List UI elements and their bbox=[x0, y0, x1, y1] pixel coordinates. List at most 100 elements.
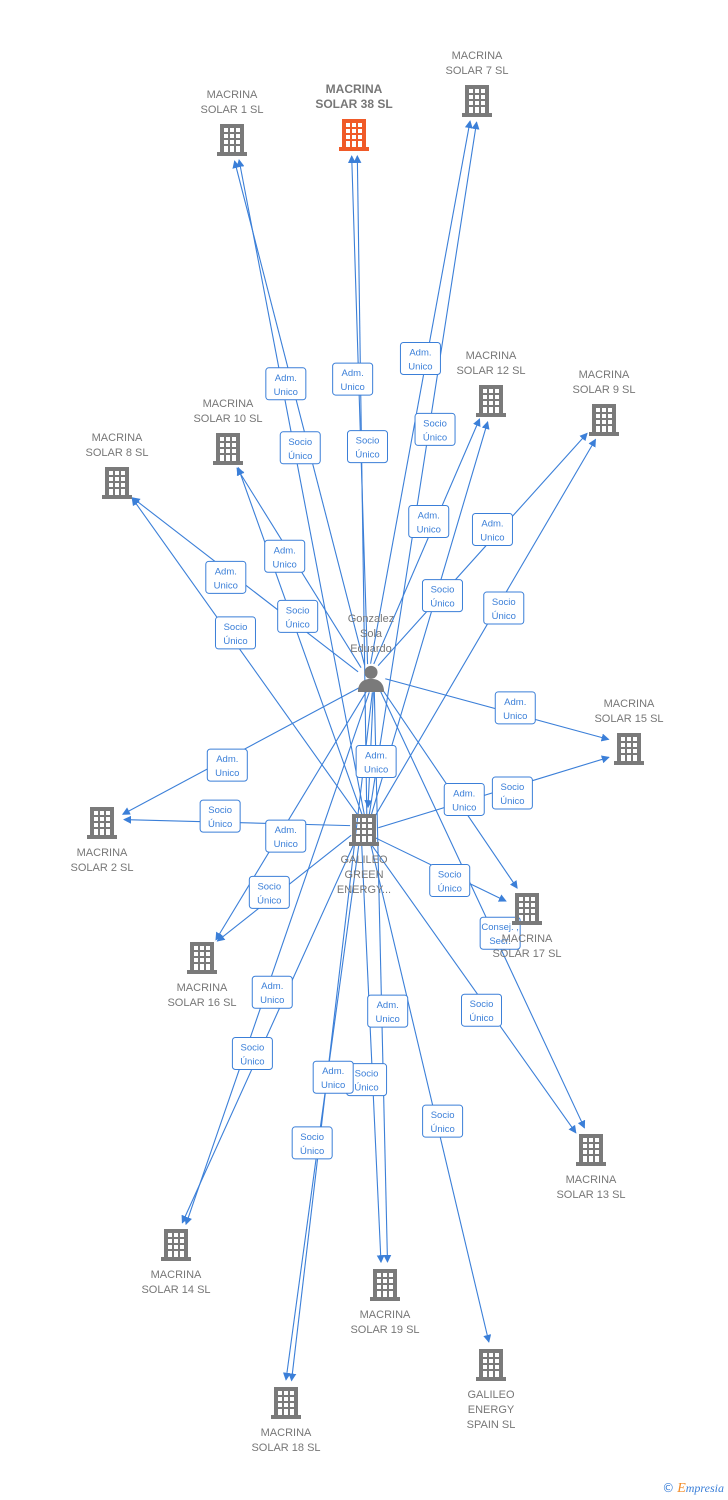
building-icon bbox=[576, 1134, 606, 1166]
edge-galileo-to-ms7 bbox=[368, 121, 480, 816]
edge-label-box bbox=[251, 975, 293, 1009]
edge-label-text: Único bbox=[492, 611, 516, 622]
node-label: MACRINA bbox=[360, 1309, 411, 1321]
edge-label[interactable]: Adm.Unico bbox=[332, 362, 374, 396]
node-label: SOLAR 15 SL bbox=[594, 713, 663, 725]
edge-person-to-ms19 bbox=[373, 691, 392, 1263]
node-label: MACRINA bbox=[261, 1427, 312, 1439]
edge-label-text: Adm. bbox=[409, 347, 431, 358]
edge-label[interactable]: Consej. ,Secr. bbox=[479, 916, 521, 950]
edge-label-text: Único bbox=[430, 1124, 454, 1135]
node-label: MACRINA bbox=[92, 432, 143, 444]
node-galileo[interactable]: GALILEOGREENENERGY... bbox=[337, 814, 391, 896]
edge-label-text: Adm. bbox=[261, 981, 283, 992]
edge-label[interactable]: Adm.Unico bbox=[264, 539, 306, 573]
edge-label[interactable]: Adm.Unico bbox=[471, 513, 513, 547]
node-ms14[interactable]: MACRINA SOLAR 14 SL bbox=[141, 1229, 211, 1296]
node-label: SOLAR 19 SL bbox=[350, 1324, 419, 1336]
building-icon bbox=[349, 814, 379, 846]
edge-label-text: Socio bbox=[492, 597, 516, 608]
node-label: SOLAR 14 SL bbox=[141, 1284, 210, 1296]
edge-person-to-ms16 bbox=[215, 691, 367, 941]
brand-name: mpresia bbox=[685, 1481, 724, 1495]
edge-label-text: Adm. bbox=[216, 754, 238, 765]
edge-label-text: Secr. bbox=[489, 936, 511, 947]
edge-label-box bbox=[265, 367, 307, 401]
edge-label[interactable]: Adm.Unico bbox=[265, 819, 307, 853]
node-ms12[interactable]: MACRINA SOLAR 12 SL bbox=[456, 350, 526, 417]
edge-label-text: Unico bbox=[274, 387, 298, 398]
edge-label[interactable]: Adm. Unico bbox=[265, 367, 307, 401]
edge-label-text: Adm. bbox=[365, 750, 387, 761]
edge-label[interactable]: Adm.Unico bbox=[355, 744, 397, 778]
edge-label-text: Único bbox=[208, 819, 232, 830]
copyright-symbol: © bbox=[662, 1481, 675, 1495]
edge-label-box bbox=[214, 616, 256, 650]
edge-label-box bbox=[279, 431, 321, 465]
node-label: Sola bbox=[360, 628, 383, 640]
edge-label[interactable]: Adm.Unico bbox=[408, 505, 450, 539]
building-icon bbox=[217, 124, 247, 156]
edge-label[interactable]: Adm.Unico bbox=[206, 748, 248, 782]
edge-label[interactable]: Adm.Unico bbox=[443, 782, 485, 816]
edge-label-text: Socio bbox=[356, 436, 380, 447]
edge-label[interactable]: Adm.Unico bbox=[494, 691, 536, 725]
node-label: MACRINA bbox=[203, 398, 254, 410]
edge-galileo-to-ms38 bbox=[353, 154, 368, 815]
edge-label-text: Único bbox=[300, 1146, 324, 1157]
edge-label[interactable]: Adm.Unico bbox=[251, 975, 293, 1009]
edge-label[interactable]: Adm.Unico bbox=[205, 560, 247, 594]
brand-initial: E bbox=[677, 1481, 686, 1496]
node-label: MACRINA bbox=[207, 89, 258, 101]
node-label: MACRINA bbox=[151, 1269, 202, 1281]
edge-label-text: Adm. bbox=[418, 511, 440, 522]
edge-label-text: Adm. bbox=[275, 373, 297, 384]
edge-label[interactable]: Adm.Unico bbox=[312, 1060, 354, 1094]
edge-person-to-ms1 bbox=[232, 160, 366, 666]
edge-label-text: Único bbox=[438, 884, 462, 895]
edge-label[interactable]: Adm.Unico bbox=[367, 994, 409, 1028]
edge-person-to-ms38 bbox=[347, 155, 369, 665]
edge-label[interactable]: Adm.Unico bbox=[399, 341, 441, 375]
edge-galileo-to-ms8 bbox=[131, 497, 359, 817]
node-ms19[interactable]: MACRINA SOLAR 19 SL bbox=[350, 1269, 420, 1336]
node-label: SOLAR 12 SL bbox=[456, 365, 525, 377]
edge-label-text: Único bbox=[223, 636, 247, 647]
edge-label-text: Adm. bbox=[481, 519, 503, 530]
edge-person-to-ms13 bbox=[379, 689, 586, 1129]
credit-footer: ©Empresia bbox=[662, 1481, 724, 1497]
edge-label-text: Único bbox=[469, 1013, 493, 1024]
edge-galileo-to-ms10 bbox=[236, 466, 363, 815]
node-label: MACRINA bbox=[466, 350, 517, 362]
